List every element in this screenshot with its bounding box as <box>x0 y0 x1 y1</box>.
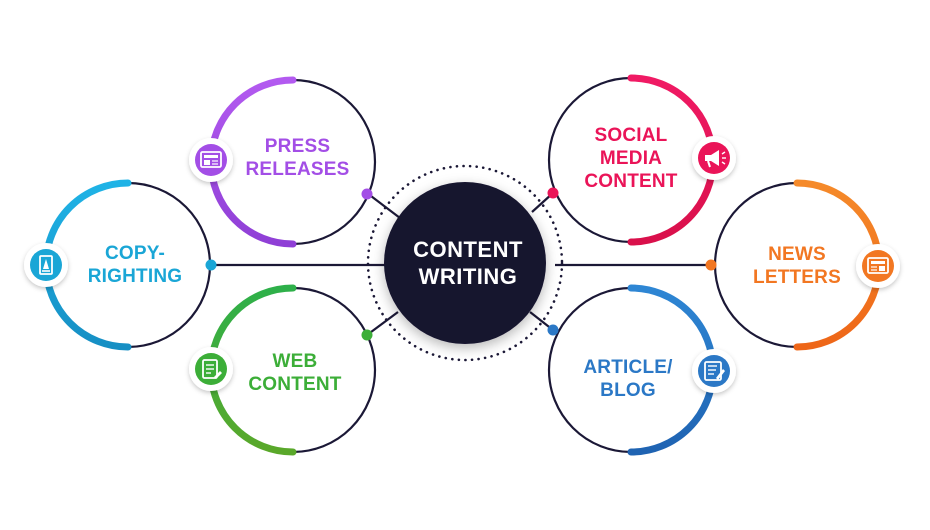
center-title-line2: WRITING <box>418 264 518 289</box>
article-blog-label: ARTICLE/ BLOG <box>572 356 684 402</box>
copyrighting-label: COPY- RIGHTING <box>80 242 190 288</box>
connector-dot <box>547 324 559 336</box>
copyrighting-label-line2: RIGHTING <box>87 266 183 287</box>
press-releases-label-line1: PRESS <box>264 136 331 157</box>
copyrighting-label-line1: COPY- <box>104 243 166 264</box>
center-dotted-ring <box>366 164 564 362</box>
web-content-label-line2: CONTENT <box>248 374 342 395</box>
connector-dot <box>547 187 559 199</box>
press-releases-label: PRESS RELEASES <box>240 135 355 181</box>
article-edit-icon <box>692 349 736 393</box>
connector-dot <box>705 259 717 271</box>
topic-web-content <box>207 284 377 456</box>
social-media-label-line3: CONTENT <box>584 171 678 192</box>
social-media-label-line2: MEDIA <box>599 148 663 169</box>
topic-copyrighting <box>42 179 217 351</box>
megaphone-icon <box>692 136 736 180</box>
center-title: CONTENT WRITING <box>383 236 553 290</box>
web-content-label: WEB CONTENT <box>240 350 350 396</box>
news-icon <box>856 244 900 288</box>
connector-press-releases <box>366 192 401 219</box>
connector-dot <box>361 329 373 341</box>
center-circle <box>384 182 546 344</box>
news-letters-label-line2: LETTERS <box>753 267 841 288</box>
center-title-line1: CONTENT <box>413 237 523 262</box>
newspaper-press-icon <box>189 138 233 182</box>
news-letters-label: NEWS LETTERS <box>742 243 852 289</box>
connector-dot <box>205 259 217 271</box>
social-media-label: SOCIAL MEDIA CONTENT <box>575 124 687 193</box>
social-media-label-line1: SOCIAL <box>594 125 668 146</box>
web-content-label-line1: WEB <box>272 351 318 372</box>
press-releases-label-line2: RELEASES <box>245 159 350 180</box>
connector-web-content <box>366 311 399 336</box>
document-edit-icon <box>189 347 233 391</box>
article-blog-label-line1: ARTICLE/ <box>583 357 673 378</box>
article-blog-label-line2: BLOG <box>600 380 656 401</box>
pen-tool-icon <box>24 243 68 287</box>
center-hub <box>366 164 564 362</box>
connector-dot <box>361 188 373 200</box>
news-letters-label-line1: NEWS <box>768 244 826 265</box>
